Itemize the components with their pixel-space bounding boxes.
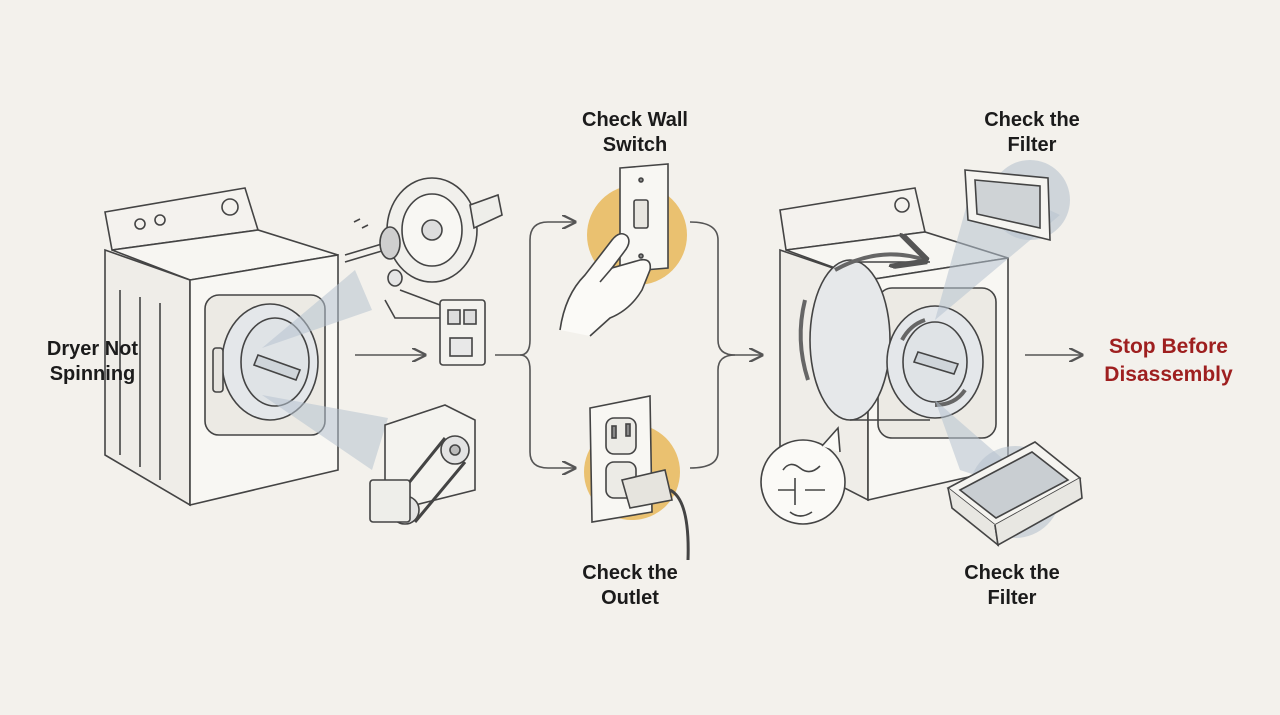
label-line: Filter	[987, 587, 1037, 609]
drive-belt-illustration	[369, 404, 476, 525]
wall-switch-illustration	[559, 163, 669, 337]
label-line: Spinning	[49, 363, 136, 385]
label-line: Check the	[964, 562, 1060, 584]
lint-filter-bottom-illustration	[946, 441, 1083, 547]
dryer-left-illustration	[104, 187, 339, 507]
door-switch-illustration	[384, 289, 486, 366]
label-check-filter-bottom: Check the Filter	[942, 561, 1082, 611]
lint-filter-top-illustration	[964, 169, 1051, 242]
noise-bubble-icon	[760, 426, 846, 525]
label-line: Dryer Not	[46, 338, 139, 360]
label-check-filter-top: Check the Filter	[962, 108, 1102, 158]
label-line: Check the	[984, 109, 1080, 131]
callout-wedge-upper	[262, 270, 372, 348]
label-stop-before-disassembly: Stop Before Disassembly	[1086, 333, 1251, 389]
label-line: Stop Before	[1108, 335, 1228, 358]
flow-connectors	[355, 222, 1082, 468]
label-line: Switch	[602, 134, 668, 156]
label-line: Check the	[582, 562, 678, 584]
label-line: Check Wall	[582, 109, 688, 131]
callout-wedge-lower	[262, 395, 388, 470]
rotation-arrows	[798, 254, 967, 407]
motor-pulley-illustration	[344, 177, 503, 287]
label-line: Filter	[1007, 134, 1057, 156]
label-check-wall-switch: Check Wall Switch	[560, 108, 710, 158]
label-check-outlet: Check the Outlet	[560, 561, 700, 611]
label-line: Disassembly	[1104, 363, 1233, 386]
outlet-illustration	[589, 395, 690, 561]
label-line: Outlet	[601, 587, 659, 609]
label-dryer-not-spinning: Dryer Not Spinning	[30, 337, 155, 387]
